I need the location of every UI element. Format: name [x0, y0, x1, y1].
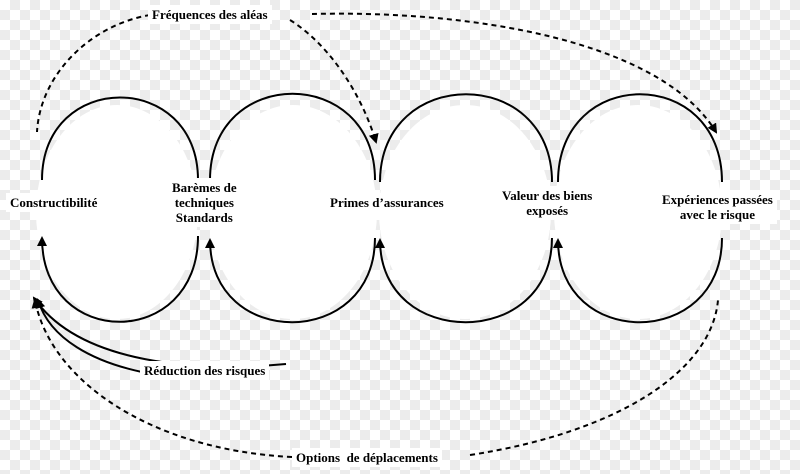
frequences-arrow-left: [36, 14, 151, 133]
loop-fills: [36, 105, 722, 319]
node-constructibilite: Constructibilité: [6, 193, 102, 212]
reduction-arrow-1: [35, 298, 143, 373]
node-primes: Primes d’assurances: [326, 193, 448, 212]
flow-reduction-label: Réduction des risques: [140, 361, 270, 380]
options-arrow-right: [469, 299, 719, 456]
loop-2-bottom-arc: [205, 237, 376, 324]
flow-reduction-text: Réduction des risques: [144, 363, 266, 378]
reduction-arrow-2: [32, 296, 287, 368]
node-constructibilite-label: Constructibilité: [10, 195, 98, 210]
node-baremes-line-2: techniques: [174, 195, 234, 210]
loop-4-bottom-arc: [553, 237, 723, 324]
loop-1-top-arc: [41, 96, 199, 181]
node-valeur-line-2: exposés: [526, 203, 569, 218]
flow-options-text: Options de déplacements: [296, 450, 438, 465]
node-experiences-line-2: avec le risque: [679, 207, 755, 222]
node-baremes: Barèmes de techniques Standards: [168, 178, 241, 227]
node-valeur: Valeur des biens exposés: [498, 186, 597, 220]
flow-options-label: Options de déplacements: [292, 448, 442, 467]
node-experiences-line-1: Expériences passées: [662, 192, 773, 207]
loop-1-bottom-arc: [37, 235, 199, 323]
loop-3-bottom-arc: [375, 237, 553, 324]
loop-4-top-arc: [557, 93, 723, 183]
node-experiences: Expériences passées avec le risque: [658, 190, 777, 224]
frequences-arrow-right: [311, 12, 718, 134]
node-valeur-line-1: Valeur des biens: [502, 188, 593, 203]
loop-2-top-arc: [209, 92, 376, 181]
flow-frequences-text: Fréquences des aléas: [152, 7, 268, 22]
frequences-arrow-middle: [289, 19, 379, 144]
loop-3-top-arc: [379, 93, 553, 183]
flow-frequences-label: Fréquences des aléas: [148, 5, 272, 24]
options-arrow-left: [31, 298, 293, 458]
node-baremes-line-3: Standards: [175, 210, 233, 225]
node-baremes-line-1: Barèmes de: [172, 180, 237, 195]
node-primes-label: Primes d’assurances: [330, 195, 444, 210]
